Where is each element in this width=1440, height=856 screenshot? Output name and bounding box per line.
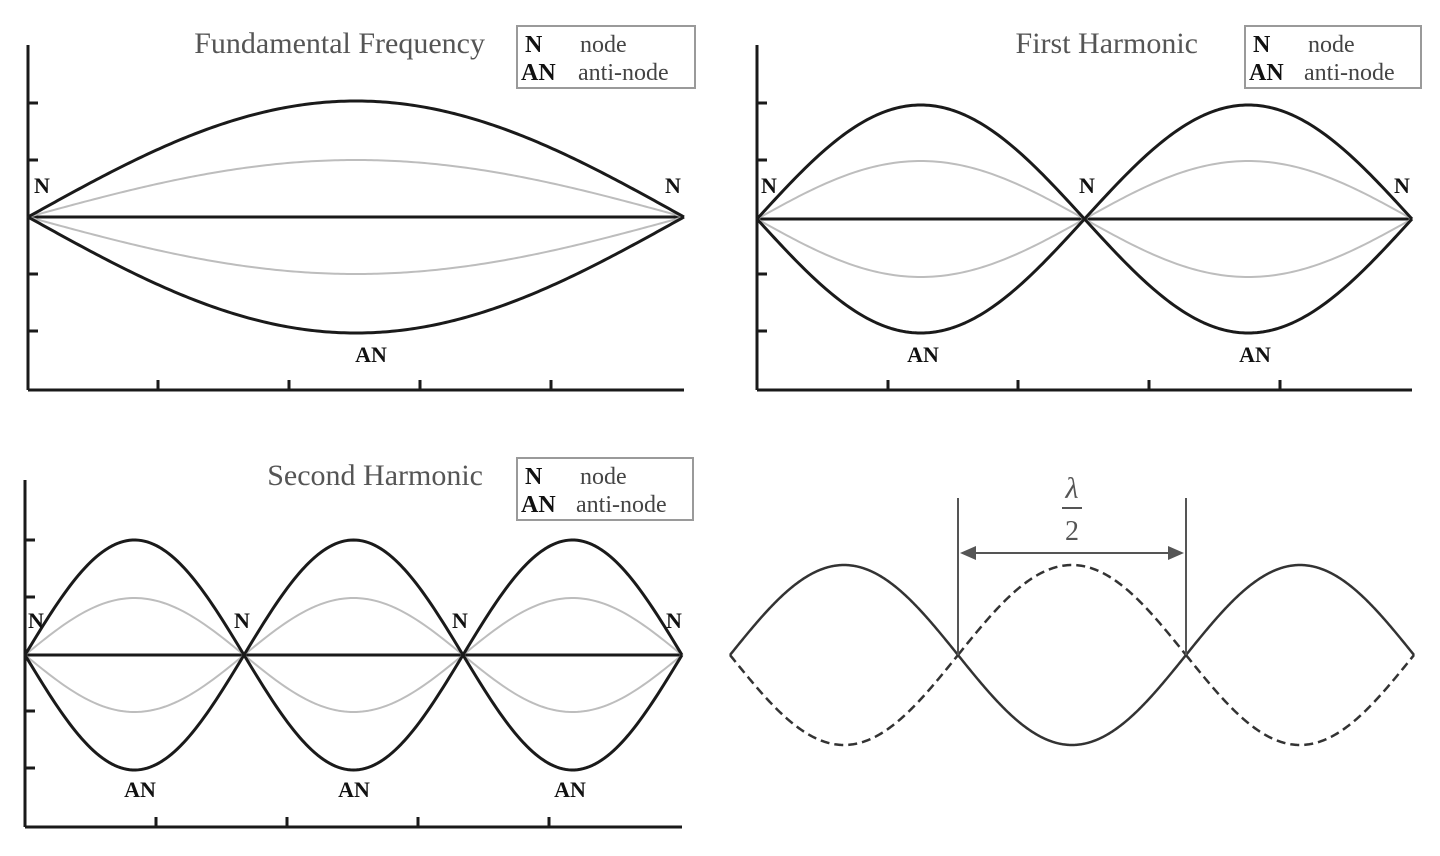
wave-loop-upper (1185, 563, 1415, 656)
fraction-denominator: 2 (1065, 516, 1079, 547)
half-wavelength-fraction: λ 2 (1062, 472, 1082, 547)
node-label: N (1079, 173, 1095, 198)
legend-symbol-antinode: AN (521, 492, 556, 518)
wave-loop-upper (729, 563, 959, 656)
wave-curves (23, 538, 684, 772)
outer-wave-upper (23, 538, 684, 772)
lambda-symbol: λ (1065, 472, 1079, 505)
panel-first-harmonic: First Harmonic N node AN anti-node N N N… (755, 25, 1422, 392)
legend-symbol-antinode: AN (1249, 60, 1284, 86)
legend-text-node: node (1308, 32, 1355, 58)
outer-wave-lower (23, 538, 684, 772)
panel-title: First Harmonic (1016, 27, 1198, 60)
legend-text-node: node (580, 464, 627, 490)
legend-text-antinode: anti-node (578, 60, 669, 86)
antinode-label: AN (907, 342, 939, 367)
legend-box: N node AN anti-node (516, 25, 696, 89)
inner-wave-lower (27, 216, 685, 275)
wave-loop-lower (957, 654, 1187, 747)
wave-curves (755, 103, 1414, 335)
node-label: N (761, 173, 777, 198)
wave-loop-lower (1185, 654, 1415, 747)
node-label: N (234, 608, 250, 633)
panel-title: Fundamental Frequency (194, 27, 485, 60)
panel-wavelength: λ 2 (729, 472, 1415, 747)
outer-wave-upper (27, 99, 685, 219)
legend-text-node: node (580, 32, 627, 58)
antinode-label: AN (338, 777, 370, 802)
legend-symbol-antinode: AN (521, 60, 556, 86)
antinode-label: AN (124, 777, 156, 802)
legend-box: N node AN anti-node (1244, 25, 1422, 89)
legend-text-antinode: anti-node (1304, 60, 1395, 86)
node-label: N (666, 608, 682, 633)
legend-symbol-node: N (525, 464, 543, 490)
inner-wave-upper (27, 159, 685, 218)
inner-wave-lower (24, 597, 683, 713)
wave-loop-upper (957, 563, 1187, 656)
legend-box: N node AN anti-node (516, 457, 694, 521)
wave-curves (27, 99, 685, 335)
outer-wave-lower (755, 103, 1414, 335)
wave-loop-lower (729, 654, 959, 747)
legend-symbol-node: N (525, 32, 543, 58)
outer-wave-lower (27, 215, 685, 335)
axes (26, 45, 684, 392)
panel-second-harmonic: Second Harmonic N node AN anti-node N N … (23, 457, 694, 829)
inner-wave-upper (24, 597, 683, 713)
legend-text-antinode: anti-node (576, 492, 667, 518)
panel-fundamental: Fundamental Frequency N node AN anti-nod… (26, 25, 696, 392)
node-label: N (28, 608, 44, 633)
antinode-label: AN (355, 342, 387, 367)
node-label: N (452, 608, 468, 633)
node-label: N (34, 173, 50, 198)
node-label: N (665, 173, 681, 198)
panel-title: Second Harmonic (267, 459, 483, 492)
node-label: N (1394, 173, 1410, 198)
antinode-label: AN (1239, 342, 1271, 367)
legend-symbol-node: N (1253, 32, 1271, 58)
wave-curves (729, 563, 1415, 747)
dimension-marker (957, 498, 1187, 655)
antinode-label: AN (554, 777, 586, 802)
